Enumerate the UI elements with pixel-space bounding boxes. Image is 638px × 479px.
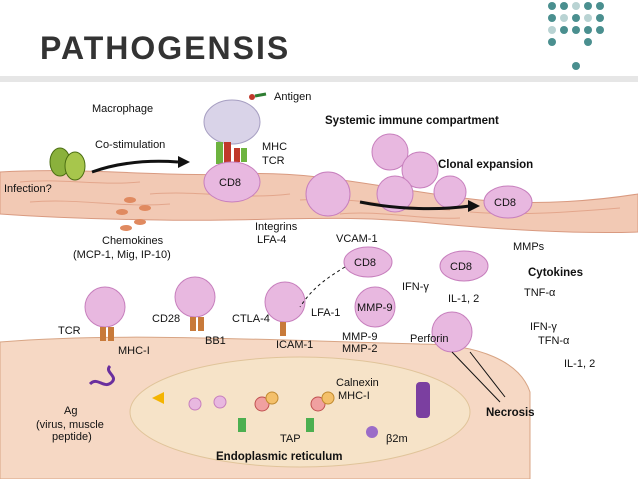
dashed-arrow [299, 266, 346, 308]
label-tfna: TFN-α [538, 335, 570, 347]
title-band [0, 76, 638, 82]
tcr-molecule-2 [241, 148, 247, 162]
pathogenesis-diagram: Antigen Macrophage Systemic immune compa… [0, 91, 638, 479]
label-calnexin: Calnexin [336, 377, 379, 389]
necrosis-line [451, 351, 501, 403]
endoplasmic-reticulum [129, 356, 471, 468]
label-mhc: MHC [262, 141, 287, 153]
label-il12-a: IL-1, 2 [448, 293, 479, 305]
macrophage-cell [203, 99, 261, 145]
infection-arrowhead [178, 156, 190, 168]
label-tcr-top: TCR [262, 155, 285, 167]
cd8-cell-right [483, 185, 533, 219]
cd8-cell-mid [343, 246, 393, 278]
label-cd28: CD28 [152, 313, 180, 325]
decorative-dots [548, 2, 604, 70]
chemokine-particles [116, 197, 151, 231]
expansion-arrowhead [468, 200, 480, 212]
antigen-dot [249, 94, 255, 100]
label-antigen: Antigen [274, 91, 311, 103]
label-clonal: Clonal expansion [438, 159, 533, 171]
label-lfa4: LFA-4 [257, 234, 286, 246]
infection-arrow [91, 159, 179, 174]
label-cd8-a: CD8 [219, 177, 241, 189]
label-systemic: Systemic immune compartment [325, 115, 499, 127]
ag-icon [88, 364, 115, 387]
label-integrins: Integrins [255, 221, 298, 233]
mmp9-cell [354, 286, 396, 328]
label-ag-desc1: (virus, muscle [36, 419, 104, 431]
er-molecules [188, 382, 430, 438]
infection-virus-icon-2 [64, 151, 86, 181]
label-mmp9-b: MMP-9 [342, 331, 377, 343]
label-chemokines: Chemokines [102, 235, 164, 247]
label-ctla4: CTLA-4 [232, 313, 270, 325]
export-arrow-icon [152, 392, 164, 404]
label-bb1: BB1 [205, 335, 226, 347]
label-b2m: β2m [386, 433, 408, 445]
mhc-molecule [216, 142, 223, 164]
label-icam: ICAM-1 [276, 339, 313, 351]
label-cd8-c: CD8 [354, 257, 376, 269]
label-lfa1: LFA-1 [311, 307, 340, 319]
slide-title: PATHOGENSIS [40, 30, 291, 66]
label-mmp9-a: MMP-9 [357, 302, 392, 314]
label-ag: Ag [64, 405, 77, 417]
cd8-cell-mid-2 [439, 250, 489, 282]
expansion-arrow [359, 200, 471, 211]
label-vcam: VCAM-1 [336, 233, 378, 245]
label-macrophage: Macrophage [92, 103, 153, 115]
label-mmps: MMPs [513, 241, 545, 253]
label-mmp2: MMP-2 [342, 343, 377, 355]
label-necrosis: Necrosis [486, 407, 535, 419]
label-perforin: Perforin [410, 333, 449, 345]
perforin-cell [431, 311, 473, 353]
label-chemokines-list: (MCP-1, Mig, IP-10) [73, 249, 171, 261]
label-cd8-b: CD8 [494, 197, 516, 209]
label-cd8-d: CD8 [450, 261, 472, 273]
cd8-cell-top [203, 161, 261, 203]
clonal-expansion-cells [371, 133, 467, 213]
label-costim: Co-stimulation [95, 139, 165, 151]
mhc-receptors [100, 317, 286, 341]
label-tap: TAP [280, 433, 301, 445]
label-ag-desc2: peptide) [52, 431, 92, 443]
label-ifng-b: IFN-γ [530, 321, 557, 333]
label-ifng-a: IFN-γ [402, 281, 429, 293]
label-tcr-bottom: TCR [58, 325, 81, 337]
label-mhc1-a: MHC-I [118, 345, 150, 357]
necrosis-line-2 [469, 351, 506, 398]
label-infection: Infection? [4, 183, 52, 195]
label-er: Endoplasmic reticulum [216, 451, 343, 463]
label-mhc1-b: MHC-I [338, 390, 370, 402]
label-tnfa-a: TNF-α [524, 287, 556, 299]
tcr-molecule [234, 148, 240, 162]
cd8-migrating-cell [305, 171, 351, 217]
antigen-icon [254, 92, 267, 98]
label-cytokines: Cytokines [528, 267, 583, 279]
label-il12-b: IL-1, 2 [564, 358, 595, 370]
mhc-molecule-2 [224, 142, 231, 164]
